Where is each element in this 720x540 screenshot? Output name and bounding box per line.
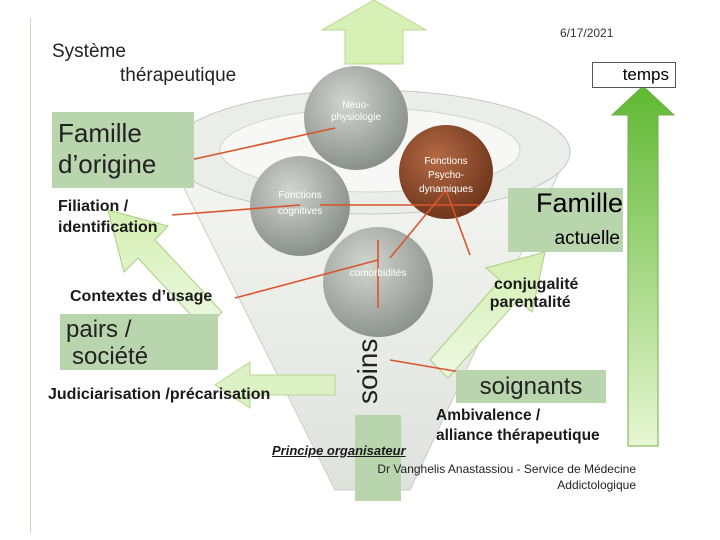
judiciarisation-label: Judiciarisation /précarisation [48, 386, 271, 403]
soins-left-arrow [214, 361, 336, 409]
ambivalence-line-2: alliance thérapeutique [436, 427, 600, 444]
neuro-line-2: physiologie [330, 112, 382, 123]
cognitive-circle [250, 156, 350, 256]
red-connectors [171, 127, 480, 376]
famille-origine-box: Famille d’origine [52, 112, 194, 188]
filiation-line-1: Filiation / [58, 198, 129, 215]
psycho-line-1: Fonctions [424, 156, 468, 167]
slide-frame [30, 18, 691, 533]
pairs-line-1: pairs / [66, 316, 132, 343]
pairs-societe-box: pairs / société [60, 314, 218, 370]
pairs-line-2: société [72, 343, 149, 370]
famille-origine-line-2: d’origine [58, 149, 157, 179]
time-arrow [610, 85, 676, 447]
right-diagonal-arrow [429, 251, 546, 379]
principe-label: Principe organisateur [272, 443, 406, 458]
title-line-1: Système [52, 41, 126, 62]
filiation-line-2: identification [58, 219, 158, 236]
center-up-arrow [320, 0, 428, 65]
conjugalite-label: conjugalité parentalité [482, 276, 579, 312]
psycho-label: Fonctions Psycho- dynamiques [402, 155, 490, 197]
credit-text: Dr Vanghelis Anastassiou - Service de Mé… [368, 461, 636, 493]
famille-origine-line-1: Famille [58, 118, 142, 148]
cognitive-label: Fonctions cognitives [262, 188, 338, 220]
neuro-line-1: Neuo- [342, 100, 370, 111]
title-line-2: thérapeutique [120, 65, 237, 86]
famille-actuelle-line-2: actuelle [554, 228, 621, 249]
famille-actuelle-line-1: Famille [535, 188, 623, 218]
credit-line-1: Dr Vanghelis Anastassiou - Service de Mé… [377, 462, 636, 476]
filiation-label: Filiation / identification [58, 196, 158, 238]
famille-actuelle-box [508, 188, 623, 252]
slide-title: Système thérapeutique [52, 40, 236, 88]
psycho-line-3: dynamiques [419, 184, 473, 195]
ambivalence-line-1: Ambivalence / [436, 407, 541, 424]
conjugalite-line-1: conjugalité [494, 276, 579, 293]
psycho-circle [399, 125, 493, 219]
neuro-label: Neuo- physiologie [318, 100, 394, 124]
conjugalite-line-2: parentalité [489, 294, 571, 311]
ambivalence-label: Ambivalence / alliance thérapeutique [436, 406, 600, 446]
cognitive-line-2: cognitives [277, 206, 323, 217]
psycho-line-2: Psycho- [427, 170, 465, 181]
soins-box [355, 415, 401, 501]
temps-label: temps [592, 62, 676, 88]
neuro-circle [304, 66, 408, 170]
soins-label: soins [352, 338, 383, 404]
left-diagonal-arrow [107, 209, 223, 331]
credit-line-2: Addictologique [557, 478, 636, 492]
soignants-box: soignants [456, 370, 606, 403]
cognitive-line-1: Fonctions [278, 190, 322, 201]
slide-date: 6/17/2021 [560, 26, 614, 40]
contextes-label: Contextes d’usage [70, 288, 213, 305]
comorbidity-label: comorbidités [349, 268, 407, 279]
